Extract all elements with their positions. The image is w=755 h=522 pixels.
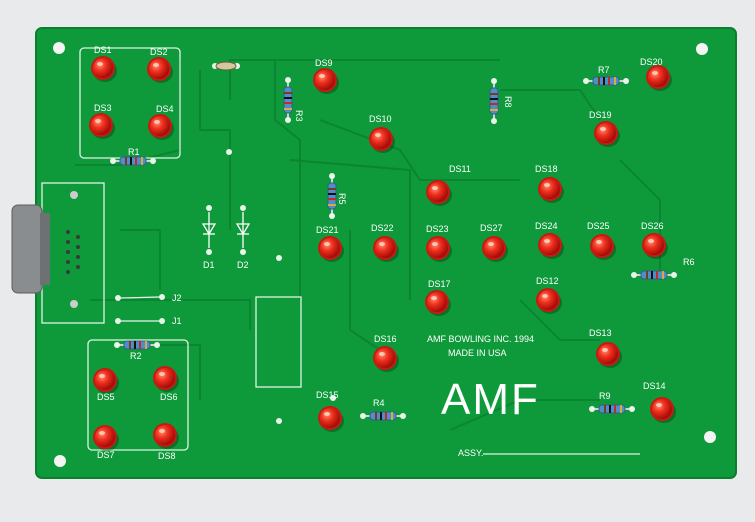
led: [594, 121, 620, 147]
led-labels: DS1 DS2 DS3 DS4 DS5 DS6 DS7 DS8 DS9 DS10…: [94, 45, 666, 461]
diode-label: D1: [203, 260, 215, 270]
led-label: DS17: [428, 279, 451, 289]
led-label: DS5: [97, 392, 115, 402]
led-label: DS23: [426, 224, 449, 234]
led-label: DS14: [643, 381, 666, 391]
resistor: [114, 340, 160, 350]
maker-text: AMF BOWLING INC. 1994: [427, 334, 534, 344]
diode-label: D2: [237, 260, 249, 270]
resistor-labels: R1 R2 R3 R4 R5 R6 R7 R8 R9: [128, 65, 695, 408]
pads: [115, 63, 389, 424]
led-label: DS24: [535, 221, 558, 231]
component-labels: D1 D2 J2 J1: [172, 260, 249, 326]
led-label: DS8: [158, 451, 176, 461]
led: [91, 56, 117, 82]
board-text: AMF BOWLING INC. 1994 MADE IN USA AMF AS…: [427, 334, 540, 458]
led-label: DS1: [94, 45, 112, 55]
resistor: [583, 76, 629, 86]
led-label: DS19: [589, 110, 612, 120]
led: [538, 177, 564, 203]
led: [89, 113, 115, 139]
led: [426, 180, 452, 206]
resistor-label: R7: [598, 65, 610, 75]
resistor: [360, 411, 406, 421]
led-label: DS13: [589, 328, 612, 338]
jumper-label: J1: [172, 316, 182, 326]
resistor-label: R9: [599, 391, 611, 401]
led: [590, 234, 616, 260]
led-label: DS9: [315, 58, 333, 68]
led-label: DS27: [480, 223, 503, 233]
led: [482, 236, 508, 262]
jumper-label: J2: [172, 293, 182, 303]
led: [538, 233, 564, 259]
jumper-lines: [120, 296, 160, 322]
resistor-label: R3: [294, 110, 304, 122]
origin-text: MADE IN USA: [448, 348, 507, 358]
led-label: DS7: [97, 450, 115, 460]
led-label: DS25: [587, 221, 610, 231]
led-label: DS21: [316, 225, 339, 235]
amf-logo: AMF: [441, 375, 540, 424]
led: [373, 236, 399, 262]
led: [93, 368, 119, 394]
led: [153, 366, 179, 392]
led: [153, 423, 179, 449]
led-label: DS10: [369, 114, 392, 124]
led: [650, 397, 676, 423]
led: [313, 68, 339, 94]
led-layer: [89, 56, 676, 451]
resistor-label: R4: [373, 398, 385, 408]
resistor: [110, 156, 156, 166]
db9-connector: [11, 191, 80, 308]
resistor-label: R2: [130, 351, 142, 361]
led-label: DS22: [371, 223, 394, 233]
resistor: [589, 404, 635, 414]
led-label: DS16: [374, 334, 397, 344]
led: [646, 65, 672, 91]
resistor: [327, 173, 337, 219]
resistor: [283, 77, 293, 123]
led-label: DS6: [160, 392, 178, 402]
capacitor: [215, 61, 237, 71]
led-label: DS18: [535, 164, 558, 174]
led: [373, 346, 399, 372]
led-label: DS4: [156, 104, 174, 114]
assy-text: ASSY.: [458, 448, 483, 458]
led: [596, 342, 622, 368]
led: [148, 114, 174, 140]
led-label: DS2: [150, 47, 168, 57]
diode-symbols: [201, 212, 251, 248]
led: [147, 57, 173, 83]
led-label: DS15: [316, 390, 339, 400]
mounting-holes: [53, 42, 716, 467]
led: [318, 236, 344, 262]
led-label: DS12: [536, 276, 559, 286]
led: [425, 290, 451, 316]
led: [318, 406, 344, 432]
led: [536, 288, 562, 314]
resistor: [631, 270, 677, 280]
resistor: [489, 78, 499, 124]
resistor-layer: [110, 76, 677, 421]
resistor-label: R8: [503, 96, 513, 108]
led: [93, 425, 119, 451]
resistor-label: R1: [128, 147, 140, 157]
resistor-label: R5: [337, 193, 347, 205]
led: [642, 233, 668, 259]
resistor-label: R6: [683, 257, 695, 267]
led-label: DS11: [449, 164, 471, 174]
led: [426, 236, 452, 262]
led-label: DS20: [640, 57, 663, 67]
led-label: DS3: [94, 103, 112, 113]
led: [369, 127, 395, 153]
led-label: DS26: [641, 221, 664, 231]
